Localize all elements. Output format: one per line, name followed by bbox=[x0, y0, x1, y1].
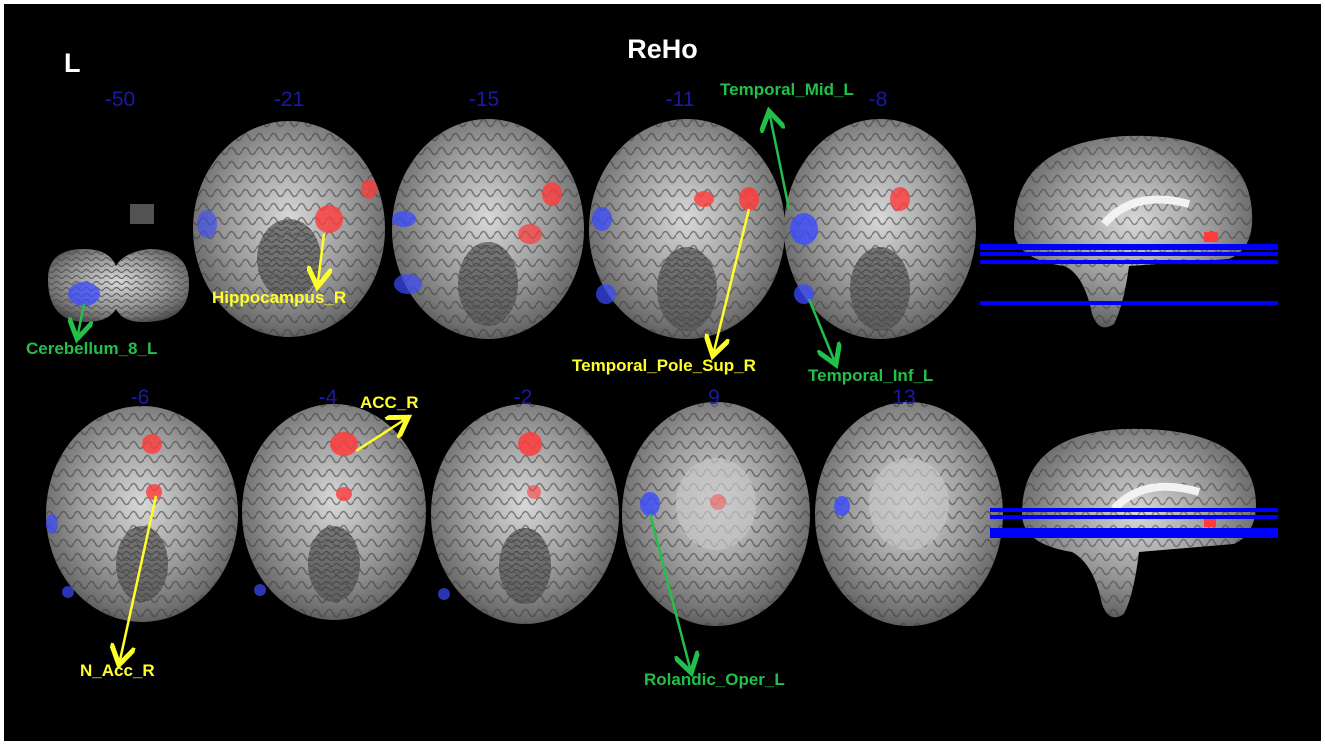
figure-title: ReHo bbox=[627, 34, 698, 64]
slice-row1-3 bbox=[392, 119, 584, 339]
label-temporal-inf-l: Temporal_Inf_L bbox=[808, 366, 934, 385]
slice-row1-5 bbox=[784, 119, 976, 339]
slice-row2-2 bbox=[242, 404, 426, 620]
slice-row1-1 bbox=[48, 204, 189, 322]
slice-row1-4 bbox=[589, 119, 785, 339]
arrow-temporal-inf bbox=[807, 298, 834, 360]
slice-row1-2 bbox=[193, 121, 385, 337]
arrow-hippocampus bbox=[318, 233, 324, 282]
arrow-temporal-mid bbox=[770, 116, 791, 210]
figure-panel: ReHo L -50 -21 -15 -11 -8 -6 -4 -2 9 13 … bbox=[4, 4, 1321, 741]
label-temporal-mid-l: Temporal_Mid_L bbox=[720, 80, 854, 99]
arrow-cerebellum bbox=[78, 303, 84, 334]
label-rolandic-oper-l: Rolandic_Oper_L bbox=[644, 670, 785, 689]
label-n-acc-r: N_Acc_R bbox=[80, 661, 155, 680]
label-temporal-pole-sup-r: Temporal_Pole_Sup_R bbox=[572, 356, 756, 375]
slice-number-row1-3: -15 bbox=[468, 88, 500, 111]
slice-number-row2-5: 13 bbox=[892, 386, 916, 409]
slice-number-row2-4: 9 bbox=[708, 386, 720, 409]
slice-row2-3 bbox=[431, 404, 619, 624]
slice-number-row2-2: -4 bbox=[318, 386, 338, 409]
slice-number-row1-2: -21 bbox=[273, 88, 305, 111]
brain-slices-canvas bbox=[46, 4, 1278, 741]
label-acc-r: ACC_R bbox=[360, 393, 419, 412]
hemisphere-label: L bbox=[64, 48, 81, 78]
label-cerebellum-8-l: Cerebellum_8_L bbox=[26, 339, 158, 358]
slice-number-row1-5: -8 bbox=[868, 88, 888, 111]
arrow-n-acc bbox=[120, 495, 158, 660]
slice-number-row1-1: -50 bbox=[104, 88, 136, 111]
slice-number-row2-3: -2 bbox=[513, 386, 533, 409]
arrow-rolandic bbox=[648, 513, 690, 668]
sagittal-slice-2 bbox=[990, 428, 1278, 618]
slice-row2-5 bbox=[815, 402, 1003, 626]
arrow-temporal-pole bbox=[714, 208, 751, 351]
sagittal-slice-1 bbox=[980, 135, 1278, 328]
slice-number-row2-1: -6 bbox=[130, 386, 150, 409]
slice-row2-1 bbox=[46, 406, 238, 622]
slice-number-row1-4: -11 bbox=[665, 88, 695, 111]
slice-row2-4 bbox=[622, 402, 810, 626]
arrow-acc bbox=[355, 420, 404, 453]
label-hippocampus-r: Hippocampus_R bbox=[212, 288, 347, 307]
